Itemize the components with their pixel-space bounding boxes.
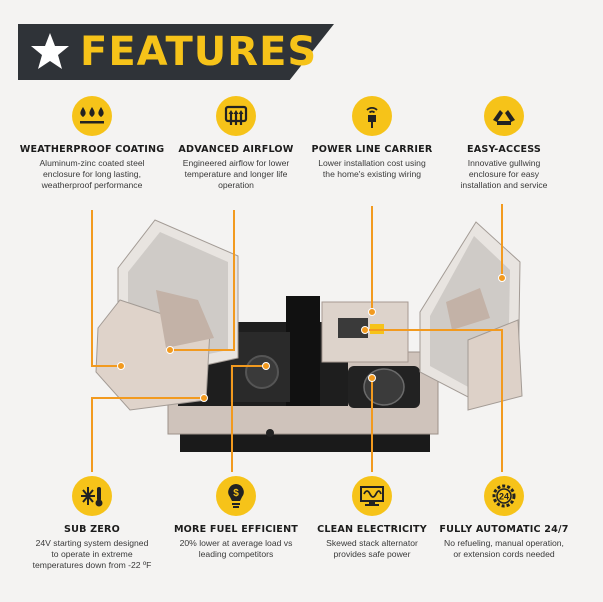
- exhaust-tower: [286, 296, 320, 406]
- airflow-icon: [216, 96, 256, 136]
- feature-advanced-airflow: ADVANCED AIRFLOW Engineered airflow for …: [156, 96, 316, 191]
- gullwing-icon: [484, 96, 524, 136]
- feature-weatherproof-coating: WEATHERPROOF COATING Aluminum-zinc coate…: [12, 96, 172, 191]
- features-banner: [18, 24, 334, 80]
- feature-more-fuel-efficient: $ MORE FUEL EFFICIENT 20% lower at avera…: [156, 476, 316, 560]
- feature-title: SUB ZERO: [63, 524, 120, 535]
- feature-clean-electricity: CLEAN ELECTRICITY Skewed stack alternato…: [292, 476, 452, 560]
- feature-title: POWER LINE CARRIER: [311, 144, 433, 155]
- generator-base: [180, 430, 430, 452]
- monitor-wave-icon: [352, 476, 392, 516]
- banner-title: FEATURES: [80, 29, 318, 75]
- feature-title: EASY-ACCESS: [466, 144, 542, 155]
- gear-24-icon: 24: [484, 476, 524, 516]
- feature-fully-automatic: 24 FULLY AUTOMATIC 24/7 No refueling, ma…: [424, 476, 584, 560]
- plug-signal-icon: [352, 96, 392, 136]
- star-icon: [31, 33, 69, 69]
- snowflake-thermometer-icon: [72, 476, 112, 516]
- svg-text:$: $: [233, 488, 239, 499]
- feature-title: FULLY AUTOMATIC 24/7: [439, 524, 569, 535]
- feature-power-line-carrier: POWER LINE CARRIER Lower installation co…: [292, 96, 452, 180]
- feature-title: WEATHERPROOF COATING: [19, 144, 165, 155]
- feature-title: CLEAN ELECTRICITY: [317, 524, 427, 535]
- dollar-bulb-icon: $: [216, 476, 256, 516]
- feature-title: ADVANCED AIRFLOW: [178, 144, 294, 155]
- callout-lines: [91, 204, 503, 472]
- svg-text:24: 24: [499, 492, 509, 502]
- water-drops-icon: [72, 96, 112, 136]
- feature-description: No refueling, manual operation,or extens…: [444, 538, 564, 559]
- feature-title: MORE FUEL EFFICIENT: [173, 524, 299, 535]
